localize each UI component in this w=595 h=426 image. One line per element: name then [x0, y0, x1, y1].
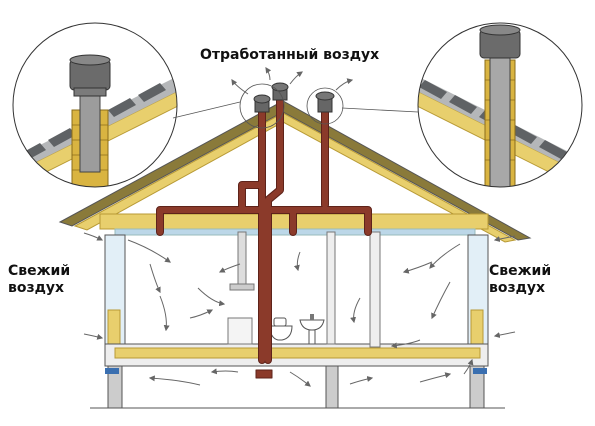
ventilation-ducts: [156, 96, 372, 379]
fresh-air-label-right: Свежий воздух: [489, 263, 551, 297]
fresh-air-label-left: Свежий воздух: [8, 263, 70, 297]
sink-icon: [299, 314, 325, 345]
foundation: [90, 365, 505, 409]
exhaust-air-arrows: [231, 67, 354, 95]
vent-cap-left: [253, 94, 271, 113]
vent-cap-center: [271, 82, 289, 101]
detail-connector-lines: [172, 83, 419, 129]
fresh-air-right-line-2: воздух: [489, 280, 546, 296]
fresh-air-arrows: [83, 232, 516, 387]
fresh-air-left-line-2: воздух: [8, 280, 65, 296]
vent-cap-right: [315, 91, 335, 113]
interior-column: [326, 231, 336, 345]
detail-circle-right: [417, 22, 583, 188]
kitchen-hood: [229, 231, 255, 291]
fresh-air-left-line-1: Свежий: [8, 263, 71, 279]
interior-column: [369, 231, 381, 348]
right-wall: [467, 234, 489, 356]
fresh-air-right-line-1: Свежий: [489, 263, 552, 279]
detail-circle-left: [12, 22, 178, 188]
toilet-icon: [269, 317, 293, 341]
exhaust-air-label: Отработанный воздух: [200, 47, 380, 63]
floor-wood: [114, 347, 481, 359]
kitchen-cabinet: [227, 317, 253, 345]
left-wall: [104, 234, 126, 356]
